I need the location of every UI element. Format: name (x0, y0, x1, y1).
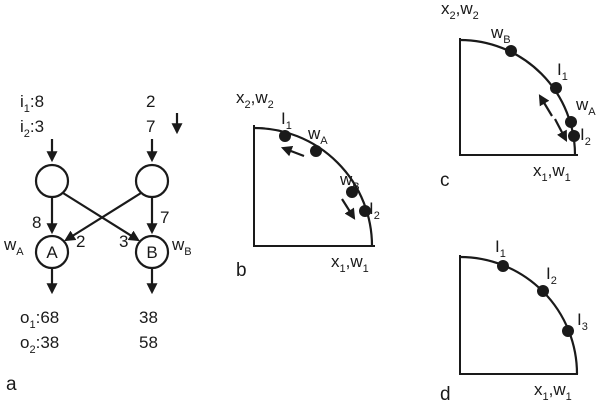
x-axis-label-c: x1,w1 (533, 161, 571, 184)
point-wA-b (310, 145, 322, 157)
panel-a: i1:8 i2:3 2 7 8 7 2 3 A B wA wB (3, 92, 192, 395)
label-I2-b: I2 (369, 199, 380, 222)
edge-right-to-A (64, 192, 142, 242)
panel-letter-d: d (440, 384, 451, 405)
output-o1-label: o1:68 (20, 308, 59, 331)
move-arrow-down-c (554, 118, 568, 142)
panel-letter-a: a (6, 374, 17, 395)
input-i2-label: i2:3 (20, 117, 44, 140)
input-right-bottom: 7 (146, 117, 155, 136)
input-right-top: 2 (146, 92, 155, 111)
point-wB-b (346, 186, 358, 198)
axes-b (253, 125, 375, 247)
input-i1-label: i1:8 (20, 92, 44, 115)
panel-b: x2,w2 I1 wA wB I2 x1,w1 b (236, 88, 380, 281)
move-arrow-up-c (538, 94, 553, 117)
output-right-top: 38 (139, 308, 158, 327)
point-I2-c (568, 130, 580, 142)
label-I2-d: I2 (546, 264, 557, 287)
weight-left-to-A: 8 (32, 213, 41, 232)
output-o2-label: o2:38 (20, 333, 59, 356)
x-axis-label-d: x1,w1 (534, 380, 572, 403)
label-wB-b: wB (339, 170, 360, 193)
node-A-label: A (46, 243, 58, 262)
axes-d (459, 255, 578, 375)
label-wB-c: wB (490, 23, 511, 46)
point-wA-c (565, 116, 577, 128)
weight-right-to-B: 7 (160, 208, 169, 227)
output-right-bottom: 58 (139, 333, 158, 352)
y-axis-label-b: x2,w2 (236, 88, 274, 111)
move-arrow-wA-b (280, 145, 305, 158)
x-axis-label-b: x1,w1 (331, 252, 369, 275)
point-I1-b (279, 130, 291, 142)
y-axis-label-c: x2,w2 (441, 0, 479, 22)
weight-vector-A-label: wA (3, 235, 24, 258)
label-I1-d: I1 (495, 237, 506, 260)
panel-c: x2,w2 wB I1 wA I2 x1,w1 c (440, 0, 596, 191)
panel-d: I1 I2 I3 x1,w1 d (440, 237, 588, 405)
arc-c (459, 38, 577, 156)
edge-left-to-B (62, 192, 140, 242)
point-I2-d (537, 285, 549, 297)
arc-d (459, 255, 579, 375)
label-I2-c: I2 (580, 125, 591, 148)
arc-b (253, 126, 374, 247)
point-I1-d (497, 260, 509, 272)
point-I3-d (562, 325, 574, 337)
move-arrow-wB-b (341, 198, 356, 220)
panel-letter-c: c (440, 170, 450, 191)
weight-left-to-B: 3 (119, 232, 128, 251)
input-node-right (134, 163, 170, 199)
point-wB-c (505, 45, 517, 57)
label-wA-b: wA (307, 124, 328, 147)
input-node-left (34, 163, 70, 199)
weight-right-to-A: 2 (76, 232, 85, 251)
label-I1-b: I1 (281, 109, 292, 132)
axes-c (459, 38, 578, 156)
label-I3-d: I3 (577, 310, 588, 333)
label-wA-c: wA (575, 95, 596, 118)
point-I1-c (550, 82, 562, 94)
panel-letter-b: b (236, 260, 247, 281)
point-I2-b (359, 205, 371, 217)
weight-vector-B-label: wB (171, 235, 192, 258)
label-I1-c: I1 (557, 60, 568, 83)
node-B-label: B (146, 243, 157, 262)
